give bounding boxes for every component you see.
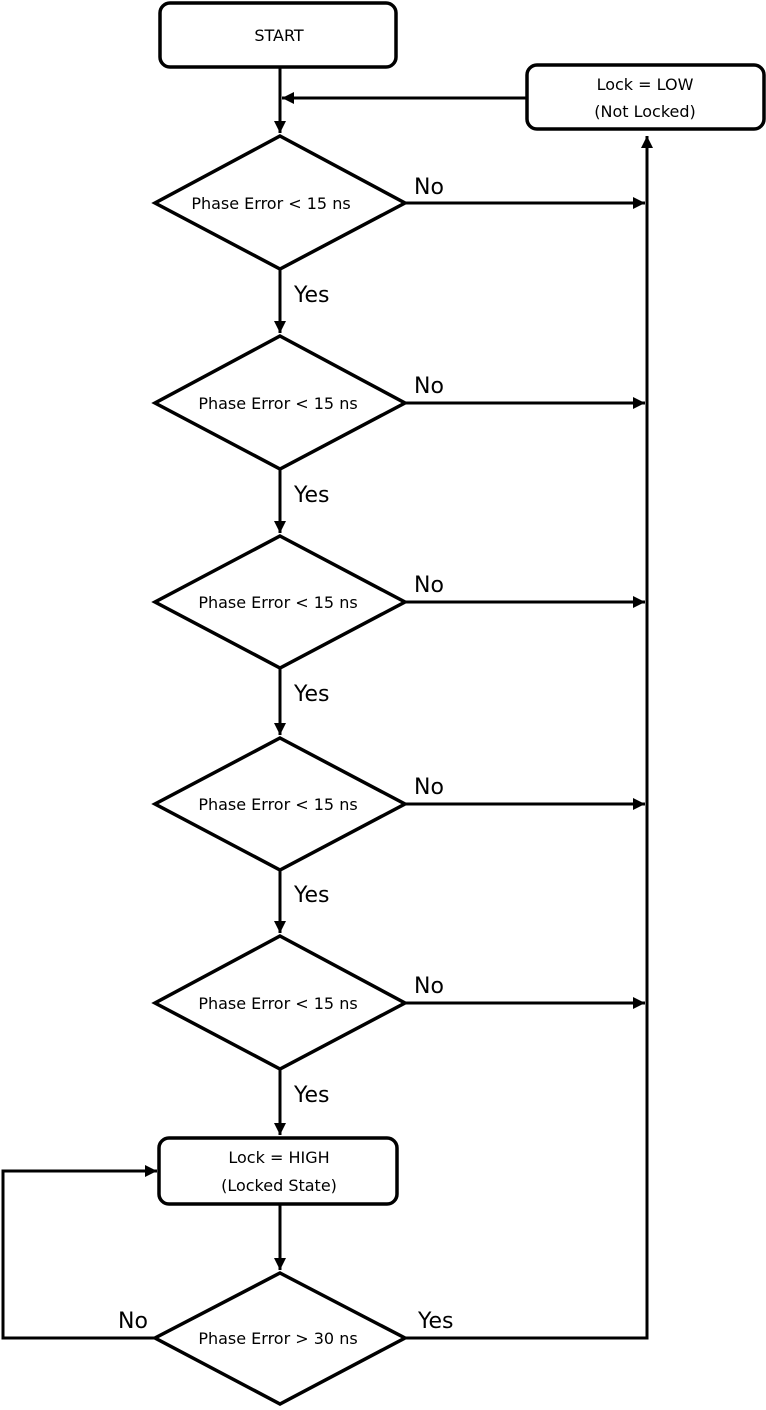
label-check2-yes: Yes xyxy=(293,483,330,508)
arrow-unlock-yes xyxy=(405,136,653,1340)
edge-labels: No Yes No Yes No Yes No Yes No Yes No Ye… xyxy=(118,175,454,1334)
label-check1-yes: Yes xyxy=(293,283,330,308)
check1-label: Phase Error < 15 ns xyxy=(191,194,350,213)
decision-check5: Phase Error < 15 ns xyxy=(151,934,409,1071)
decision-check2: Phase Error < 15 ns xyxy=(151,334,409,471)
check3-label: Phase Error < 15 ns xyxy=(198,593,357,612)
lock-low-node: Lock = LOW (Not Locked) xyxy=(525,63,766,131)
arrow-unlock-no xyxy=(1,1165,157,1340)
label-unlock-no: No xyxy=(118,1309,148,1334)
decision-check1: Phase Error < 15 ns xyxy=(151,134,409,271)
check5-label: Phase Error < 15 ns xyxy=(198,994,357,1013)
decision-check3: Phase Error < 15 ns xyxy=(151,534,409,670)
lock-low-line2: (Not Locked) xyxy=(594,102,696,121)
start-node: START xyxy=(158,1,398,69)
label-check4-yes: Yes xyxy=(293,883,330,908)
label-check5-no: No xyxy=(414,974,444,999)
label-check1-no: No xyxy=(414,175,444,200)
check2-label: Phase Error < 15 ns xyxy=(198,394,357,413)
label-check4-no: No xyxy=(414,775,444,800)
label-check3-no: No xyxy=(414,573,444,598)
label-check2-no: No xyxy=(414,374,444,399)
label-check3-yes: Yes xyxy=(293,682,330,707)
connectors xyxy=(1,68,653,1340)
start-label: START xyxy=(254,26,304,45)
lock-high-node: Lock = HIGH (Locked State) xyxy=(157,1136,399,1206)
label-unlock-yes: Yes xyxy=(417,1309,454,1334)
lock-high-line2: (Locked State) xyxy=(221,1176,337,1195)
decision-check4: Phase Error < 15 ns xyxy=(151,736,409,872)
decision-unlock-check: Phase Error > 30 ns xyxy=(151,1271,409,1406)
unlock-check-label: Phase Error > 30 ns xyxy=(198,1329,357,1348)
lock-high-line1: Lock = HIGH xyxy=(228,1148,329,1167)
label-check5-yes: Yes xyxy=(293,1083,330,1108)
check4-label: Phase Error < 15 ns xyxy=(198,795,357,814)
lock-low-line1: Lock = LOW xyxy=(597,75,694,94)
